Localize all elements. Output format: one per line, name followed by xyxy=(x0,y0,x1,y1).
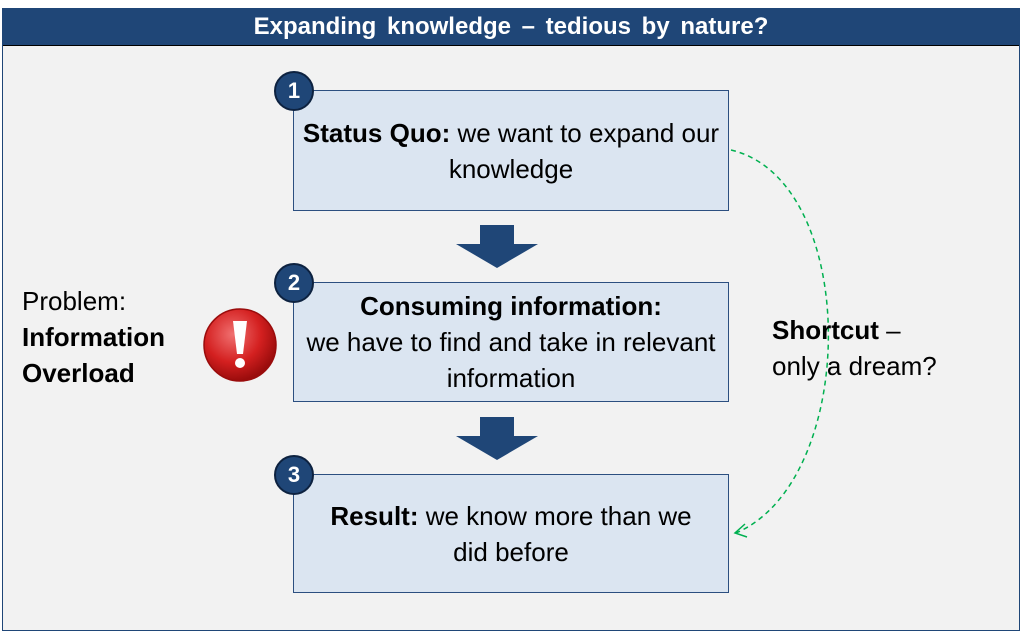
step-description: we want to expand our knowledge xyxy=(448,117,720,184)
step-box-result: Result: we know more than we did before xyxy=(293,474,729,593)
problem-label: Problem: Information Overload xyxy=(22,283,165,391)
shortcut-heading: Shortcut xyxy=(772,315,879,345)
down-arrow-2 xyxy=(456,417,538,460)
shortcut-dash: – xyxy=(878,315,901,345)
exclamation-icon xyxy=(203,308,277,382)
problem-line-1: Information xyxy=(22,322,165,352)
problem-line-2: Overload xyxy=(22,358,135,388)
arrowhead-icon xyxy=(733,523,748,538)
step-heading: Result: xyxy=(330,500,419,531)
step-heading: Consuming information: xyxy=(360,291,662,321)
page-title: Expanding knowledge – tedious by nature? xyxy=(3,9,1019,46)
step-text: Consuming information: we have to find an… xyxy=(294,288,728,396)
step-box-consuming-information: Consuming information: we have to find an… xyxy=(293,282,729,402)
step-number-3: 3 xyxy=(274,455,314,495)
step-text: Result: we know more than we did before xyxy=(311,498,711,570)
step-box-status-quo: Status Quo: we want to expand our knowle… xyxy=(293,90,729,211)
step-description: we know more than we did before xyxy=(418,500,692,567)
shortcut-question: only a dream? xyxy=(772,351,937,381)
shortcut-dashed-arrow xyxy=(730,149,830,534)
step-number-1: 1 xyxy=(274,71,314,111)
step-number-2: 2 xyxy=(274,263,314,303)
step-heading: Status Quo: xyxy=(302,117,451,148)
step-text: Status Quo: we want to expand our knowle… xyxy=(294,115,728,187)
down-arrow-1 xyxy=(456,225,538,268)
shortcut-label: Shortcut – only a dream? xyxy=(772,312,937,384)
step-description: we have to find and take in relevant inf… xyxy=(306,327,716,393)
problem-caption: Problem: xyxy=(22,286,127,316)
